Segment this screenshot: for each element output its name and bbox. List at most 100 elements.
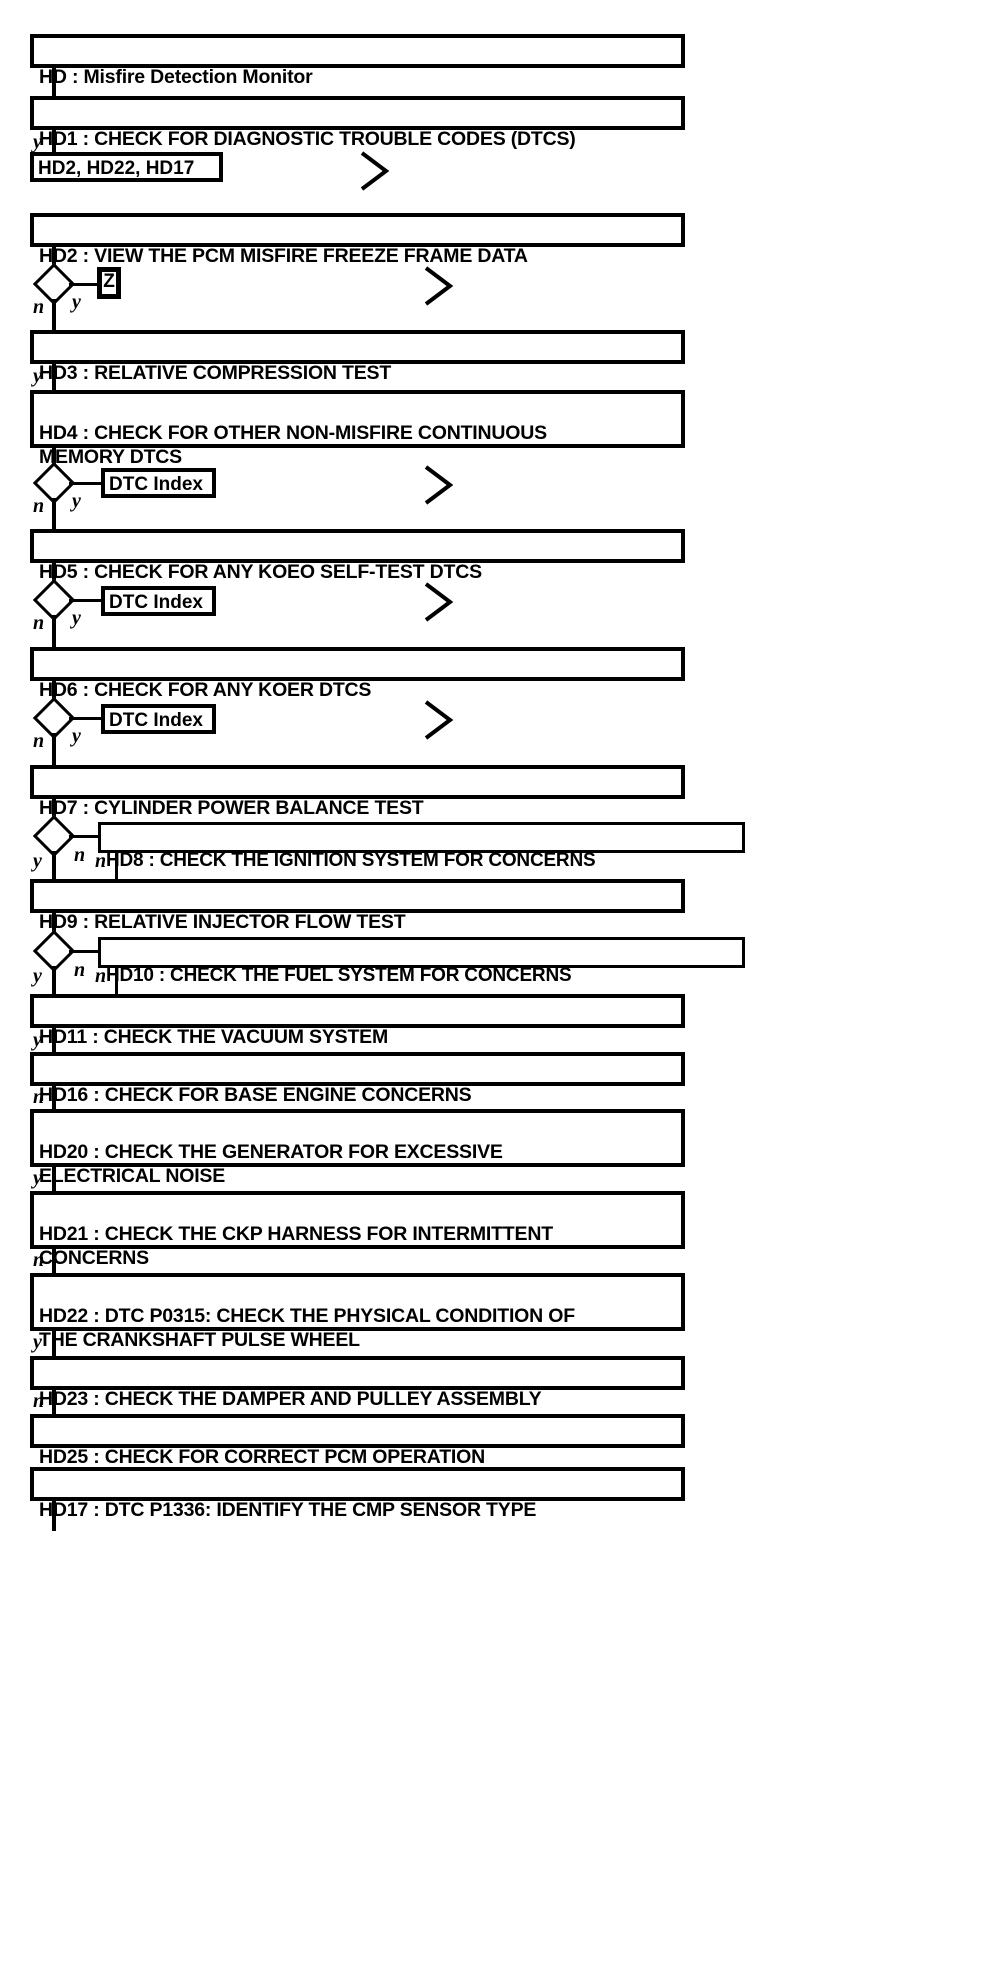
node-label: HD4 : CHECK FOR OTHER NON-MISFIRE CONTIN…: [39, 422, 547, 468]
node-label: HD : Misfire Detection Monitor: [39, 66, 313, 88]
node-ref-z[interactable]: Z: [97, 267, 121, 299]
connector-hd1-to-ref1: [52, 128, 56, 156]
node-label: HD2 : VIEW THE PCM MISFIRE FREEZE FRAME …: [39, 245, 528, 267]
node-hd1[interactable]: HD1 : CHECK FOR DIAGNOSTIC TROUBLE CODES…: [30, 96, 685, 150]
node-label: HD17 : DTC P1336: IDENTIFY THE CMP SENSO…: [39, 1499, 537, 1521]
node-label: HD22 : DTC P0315: CHECK THE PHYSICAL CON…: [39, 1305, 575, 1351]
offpage-chevron-3: [422, 464, 456, 506]
branch-label-n-hd9-to-hd10: n: [74, 959, 86, 981]
node-dtc-index-1[interactable]: DTC Index: [101, 468, 216, 498]
branch-label-n-hd6: n: [33, 730, 45, 752]
connector-hd5-no-to-hd6: [52, 615, 56, 647]
node-label: HD3 : RELATIVE COMPRESSION TEST: [39, 362, 392, 384]
connector-hd7-no-to-hd8: [69, 835, 100, 838]
branch-label-y-hd20: y: [33, 1167, 42, 1189]
connector-hd20-to-hd21: [52, 1165, 56, 1191]
connector-hd23-to-hd25: [52, 1388, 56, 1414]
node-label: Z: [103, 271, 115, 292]
connector-hd6-yes-to-dtcindex: [69, 717, 102, 720]
node-label: HD1 : CHECK FOR DIAGNOSTIC TROUBLE CODES…: [39, 128, 576, 150]
node-hd5[interactable]: HD5 : CHECK FOR ANY KOEO SELF-TEST DTCS: [30, 529, 685, 583]
branch-label-y-hd3: y: [33, 365, 42, 387]
branch-label-y-hd7: y: [33, 850, 42, 872]
node-hd20[interactable]: HD20 : CHECK THE GENERATOR FOR EXCESSIVE…: [30, 1109, 685, 1187]
offpage-chevron-5: [422, 699, 456, 741]
node-label: DTC Index: [109, 710, 203, 731]
branch-label-y-hd11: y: [33, 1029, 42, 1051]
node-label: HD21 : CHECK THE CKP HARNESS FOR INTERMI…: [39, 1223, 553, 1269]
connector-hd6-no-to-hd7: [52, 733, 56, 765]
node-hd11[interactable]: HD11 : CHECK THE VACUUM SYSTEM: [30, 994, 685, 1048]
node-hd6[interactable]: HD6 : CHECK FOR ANY KOER DTCS: [30, 647, 685, 701]
connector-hd-to-hd1: [52, 66, 56, 100]
branch-label-y-hd2: y: [72, 291, 81, 313]
branch-label-y-hd6: y: [72, 725, 81, 747]
branch-label-y-hd4: y: [72, 490, 81, 512]
node-hd7[interactable]: HD7 : CYLINDER POWER BALANCE TEST: [30, 765, 685, 819]
node-label: HD7 : CYLINDER POWER BALANCE TEST: [39, 797, 424, 819]
node-label: HD20 : CHECK THE GENERATOR FOR EXCESSIVE…: [39, 1141, 503, 1187]
node-hd21[interactable]: HD21 : CHECK THE CKP HARNESS FOR INTERMI…: [30, 1191, 685, 1269]
node-label: HD11 : CHECK THE VACUUM SYSTEM: [39, 1026, 389, 1048]
node-label: HD25 : CHECK FOR CORRECT PCM OPERATION: [39, 1446, 485, 1468]
connector-hd16-to-hd20: [52, 1084, 56, 1109]
branch-label-n-hd2: n: [33, 296, 45, 318]
node-hd8[interactable]: HD8 : CHECK THE IGNITION SYSTEM FOR CONC…: [98, 822, 745, 871]
node-hd17[interactable]: HD17 : DTC P1336: IDENTIFY THE CMP SENSO…: [30, 1467, 685, 1521]
node-hd9[interactable]: HD9 : RELATIVE INJECTOR FLOW TEST: [30, 879, 685, 933]
connector-hd9-to-decision: [52, 911, 56, 936]
branch-label-n-hd10: n: [95, 965, 107, 987]
node-hd22[interactable]: HD22 : DTC P0315: CHECK THE PHYSICAL CON…: [30, 1273, 685, 1351]
node-label: DTC Index: [109, 474, 203, 495]
branch-label-n-hd16: n: [33, 1086, 45, 1108]
node-label: HD23 : CHECK THE DAMPER AND PULLEY ASSEM…: [39, 1388, 542, 1410]
branch-label-y-hd1: y: [33, 131, 42, 153]
node-label: HD5 : CHECK FOR ANY KOEO SELF-TEST DTCS: [39, 561, 482, 583]
connector-hd4-no-to-hd5: [52, 498, 56, 529]
connector-hd2-no-to-hd3: [52, 299, 56, 330]
branch-label-n-hd7-to-hd8: n: [74, 844, 86, 866]
connector-hd7-yes-to-hd9: [52, 851, 56, 879]
node-hd2[interactable]: HD2 : VIEW THE PCM MISFIRE FREEZE FRAME …: [30, 213, 685, 267]
node-hd3[interactable]: HD3 : RELATIVE COMPRESSION TEST: [30, 330, 685, 384]
node-label: DTC Index: [109, 592, 203, 613]
branch-label-n-hd4: n: [33, 495, 45, 517]
connector-hd17-outgoing: [52, 1499, 56, 1531]
connector-hd4-to-decision: [52, 446, 56, 470]
connector-hd9-yes-to-hd11: [52, 966, 56, 994]
connector-hd5-to-decision: [52, 561, 56, 585]
connector-hd4-yes-to-dtcindex: [69, 482, 102, 485]
offpage-chevron-1: [358, 150, 392, 192]
connector-hd2-yes-to-z: [69, 283, 99, 286]
connector-hd8-no-to-hd9: [115, 851, 118, 879]
node-hd23[interactable]: HD23 : CHECK THE DAMPER AND PULLEY ASSEM…: [30, 1356, 685, 1410]
node-hd16[interactable]: HD16 : CHECK FOR BASE ENGINE CONCERNS: [30, 1052, 685, 1106]
node-hd4[interactable]: HD4 : CHECK FOR OTHER NON-MISFIRE CONTIN…: [30, 390, 685, 468]
node-ref-hd2-hd22-hd17[interactable]: HD2, HD22, HD17: [30, 152, 223, 182]
node-hd-title[interactable]: HD : Misfire Detection Monitor: [30, 34, 685, 88]
branch-label-n-hd5: n: [33, 612, 45, 634]
branch-label-n-hd23: n: [33, 1390, 45, 1412]
branch-label-n-hd8: n: [95, 850, 107, 872]
connector-hd7-to-decision: [52, 797, 56, 821]
connector-hd9-no-to-hd10: [69, 950, 100, 953]
connector-hd11-to-hd16: [52, 1026, 56, 1052]
connector-hd6-to-decision: [52, 679, 56, 703]
node-dtc-index-2[interactable]: DTC Index: [101, 586, 216, 616]
node-hd25[interactable]: HD25 : CHECK FOR CORRECT PCM OPERATION: [30, 1414, 685, 1468]
connector-hd21-to-hd22: [52, 1247, 56, 1273]
connector-hd5-yes-to-dtcindex: [69, 599, 102, 602]
branch-label-y-hd5: y: [72, 607, 81, 629]
connector-hd10-no-to-hd11: [115, 966, 118, 994]
connector-hd22-to-hd23: [52, 1329, 56, 1356]
node-label: HD16 : CHECK FOR BASE ENGINE CONCERNS: [39, 1084, 472, 1106]
branch-label-y-hd9: y: [33, 965, 42, 987]
node-label: HD9 : RELATIVE INJECTOR FLOW TEST: [39, 911, 406, 933]
offpage-chevron-4: [422, 581, 456, 623]
node-dtc-index-3[interactable]: DTC Index: [101, 704, 216, 734]
node-hd10[interactable]: HD10 : CHECK THE FUEL SYSTEM FOR CONCERN…: [98, 937, 745, 986]
node-label: HD6 : CHECK FOR ANY KOER DTCS: [39, 679, 372, 701]
branch-label-n-hd21: n: [33, 1249, 45, 1271]
connector-hd3-to-hd4: [52, 362, 56, 390]
